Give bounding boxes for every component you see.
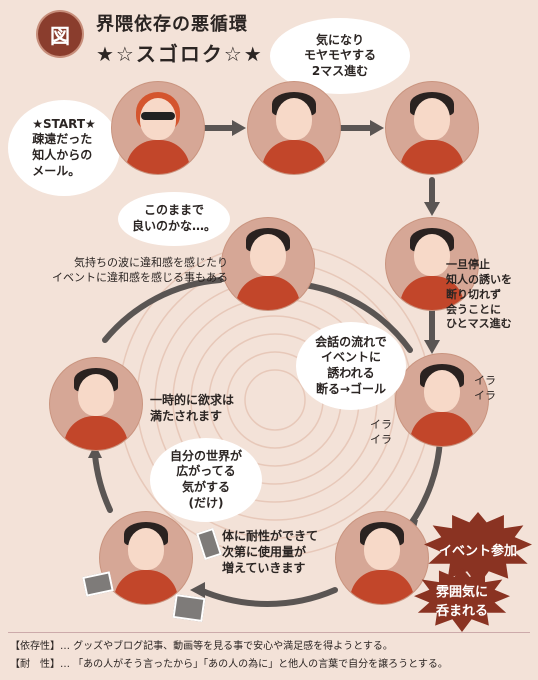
speech-bubble-top-text: 気になり モヤモヤする 2マス進む [303, 32, 376, 78]
speech-bubble-goal: 会話の流れで イベントに 誘われる 断る→ゴール [296, 322, 406, 410]
page-title: 界隈依存の悪循環 [96, 14, 248, 35]
burst-event-text: イベント参加 [438, 543, 517, 559]
character-worried-man [248, 82, 340, 174]
note-temporary-stop: 一旦停止 知人の誘いを 断り切れず 会うことに ひとマス進む [446, 258, 512, 331]
irritation-text-right: イラ イラ [474, 374, 496, 402]
footer-dependency: 【依存性】… グッズやブログ記事、動画等を見る事で安心や満足感を得ようとする。 [10, 641, 393, 652]
note-discomfort: 気持ちの波に違和感を感じたり イベントに違和感を感じる事もある [52, 256, 228, 284]
flow-arrows [92, 125, 443, 607]
character-shopping-man [100, 512, 192, 604]
footer-divider [8, 632, 530, 633]
page-subtitle: ★☆スゴロク☆★ [96, 42, 264, 66]
speech-bubble-goal-text: 会話の流れで イベントに 誘われる 断る→ゴール [315, 334, 387, 396]
speech-bubble-world-text: 自分の世界が 広がってる 気がする (だけ) [169, 448, 242, 510]
footer-tolerance: 【耐 性】… 「あの人がそう言ったから」「あの人の為に」と他人の言葉で自分を譲ろ… [10, 659, 448, 670]
burst-atmosphere-text: 雰囲気に 呑まれる [435, 585, 488, 619]
speech-bubble-top: 気になり モヤモヤする 2マス進む [270, 18, 410, 94]
irritation-text-left: イラ イラ [370, 418, 392, 446]
character-event-man [336, 512, 428, 604]
speech-bubble-start-text: ★START★ 疎遠だった 知人からの メール。 [32, 116, 96, 178]
character-stop-man [386, 218, 478, 310]
character-woman-sunglasses [112, 82, 204, 174]
character-angry-man [396, 354, 488, 446]
speech-bubble-world: 自分の世界が 広がってる 気がする (だけ) [150, 438, 262, 522]
speech-bubble-doubt: このままで 良いのかな…。 [118, 192, 230, 246]
speech-bubble-start: ★START★ 疎遠だった 知人からの メール。 [8, 100, 120, 196]
character-doubt-man [222, 218, 314, 310]
character-satisfied-man [50, 358, 142, 450]
note-tolerance: 体に耐性ができて 次第に使用量が 増えていきます [222, 529, 319, 576]
figure-badge: 図 [38, 12, 82, 56]
note-desire-satisfied: 一時的に欲求は 満たされます [150, 393, 235, 424]
character-phone-man [386, 82, 478, 174]
speech-bubble-doubt-text: このままで 良いのかな…。 [131, 203, 216, 233]
goods-camera-icon [172, 594, 206, 622]
